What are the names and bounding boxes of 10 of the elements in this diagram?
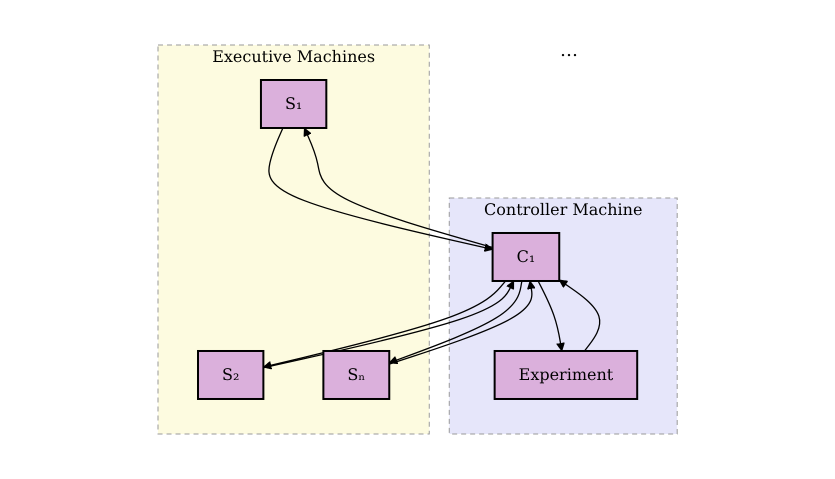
ellipsis-text: … bbox=[560, 40, 578, 61]
node-box: S₂ bbox=[196, 350, 264, 400]
node-box: C₁ bbox=[491, 232, 560, 282]
arrow bbox=[268, 128, 493, 252]
node-box: S₁ bbox=[260, 79, 328, 129]
arrow bbox=[537, 280, 565, 352]
arrow bbox=[303, 128, 493, 248]
arrow bbox=[558, 280, 600, 352]
node-box: Experiment bbox=[494, 350, 638, 400]
node-box: Sₙ bbox=[322, 350, 390, 400]
